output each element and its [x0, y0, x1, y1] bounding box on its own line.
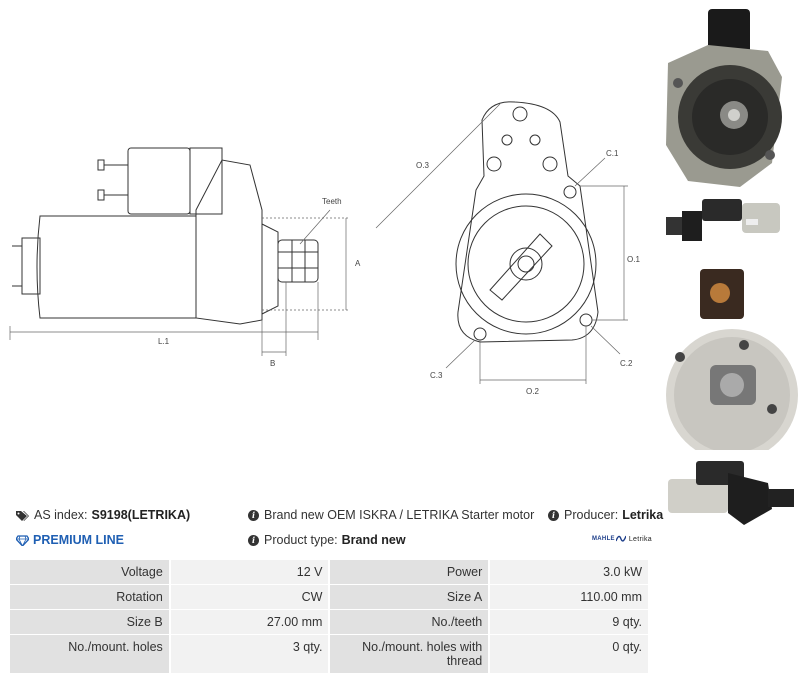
as-index-label: AS index:	[34, 508, 88, 522]
as-index-value[interactable]: S9198(LETRIKA)	[91, 508, 191, 522]
mount-hole-c3	[473, 327, 487, 341]
photo-rear-view[interactable]	[660, 265, 800, 450]
diamond-icon	[16, 534, 29, 546]
tags-icon	[16, 510, 29, 521]
spec-key: Rotation	[10, 584, 171, 610]
spec-key: Voltage	[10, 560, 171, 585]
premium-line-text: PREMIUM LINE	[33, 533, 124, 547]
c3-label: C.3	[430, 371, 443, 380]
spec-value: 27.00 mm	[169, 609, 331, 635]
solenoid-cap	[189, 147, 223, 215]
producer-label: Producer:	[564, 508, 619, 522]
starter-motor-diagram: Teeth A B L.1	[9, 101, 640, 396]
spec-key: Power	[329, 560, 491, 585]
description: i Brand new OEM ISKRA / LETRIKA Starter …	[248, 508, 534, 522]
letrika-wave-icon	[615, 535, 626, 542]
o3-label: O.3	[416, 161, 429, 170]
o2-label: O.2	[526, 387, 539, 396]
info-row-1: AS index: S9198(LETRIKA) i Brand new OEM…	[0, 505, 663, 527]
spec-key: No./mount. holes	[10, 634, 171, 674]
premium-line: PREMIUM LINE	[16, 533, 124, 547]
teeth-label: Teeth	[322, 197, 342, 206]
top-hole	[512, 106, 528, 122]
spec-key: No./teeth	[329, 609, 491, 635]
brand-logo-sub: Letrika	[628, 535, 652, 543]
info-icon: i	[248, 534, 259, 546]
end-cap	[21, 237, 41, 295]
c1-label: C.1	[606, 149, 619, 158]
spec-value: 3 qty.	[169, 634, 331, 674]
drive-housing-outline	[195, 159, 263, 325]
pinion-outline	[277, 239, 319, 283]
as-index: AS index: S9198(LETRIKA)	[16, 508, 190, 522]
table-row: Size B 27.00 mm No./teeth 9 qty.	[10, 609, 650, 635]
brand-logo-main: MAHLE	[592, 536, 615, 542]
size-a-label: A	[355, 259, 361, 268]
product-type: i Product type: Brand new	[248, 533, 406, 547]
flange-ring-inner	[467, 205, 585, 323]
shaft-inner	[517, 255, 535, 273]
size-b-label: B	[270, 359, 275, 368]
mount-hole-c2	[579, 313, 593, 327]
length-l1-label: L.1	[158, 337, 170, 346]
product-photos	[660, 0, 800, 525]
specs-table: Voltage 12 V Power 3.0 kW Rotation CW Si…	[10, 560, 650, 674]
spec-value: 12 V	[169, 560, 331, 585]
spec-key: No./mount. holes with thread	[329, 634, 491, 674]
flange-ring-outer	[455, 193, 597, 335]
description-text: Brand new OEM ISKRA / LETRIKA Starter mo…	[264, 508, 535, 522]
spec-value: 3.0 kW	[489, 560, 650, 585]
spec-key: Size A	[329, 584, 491, 610]
product-type-label: Product type:	[264, 533, 338, 547]
spec-value: 110.00 mm	[489, 584, 650, 610]
info-icon: i	[248, 509, 259, 521]
mount-hole-c1	[563, 185, 577, 199]
c2-label: C.2	[620, 359, 633, 368]
shaft-outer	[509, 247, 543, 281]
spec-value: 0 qty.	[489, 634, 650, 674]
brand-logo: MAHLE Letrika	[592, 535, 652, 543]
technical-drawing: Teeth A B L.1	[9, 101, 640, 396]
o1-label: O.1	[627, 255, 640, 264]
photo-side-view[interactable]	[660, 185, 800, 255]
solenoid-outline	[127, 147, 191, 215]
product-type-value: Brand new	[341, 533, 406, 547]
table-row: No./mount. holes 3 qty. No./mount. holes…	[10, 634, 650, 674]
photo-side-angled[interactable]	[660, 455, 800, 530]
spec-value: 9 qty.	[489, 609, 650, 635]
table-row: Voltage 12 V Power 3.0 kW	[10, 560, 650, 585]
motor-body-outline	[36, 215, 197, 319]
spec-value: CW	[169, 584, 331, 610]
spec-key: Size B	[10, 609, 171, 635]
producer-value[interactable]: Letrika	[622, 508, 664, 522]
table-row: Rotation CW Size A 110.00 mm	[10, 584, 650, 610]
photo-front-flange[interactable]	[660, 5, 800, 190]
flange-outline	[457, 101, 599, 343]
producer: i Producer: Letrika	[548, 508, 663, 522]
info-icon: i	[548, 509, 559, 521]
info-row-2: PREMIUM LINE i Product type: Brand new M…	[0, 530, 660, 552]
